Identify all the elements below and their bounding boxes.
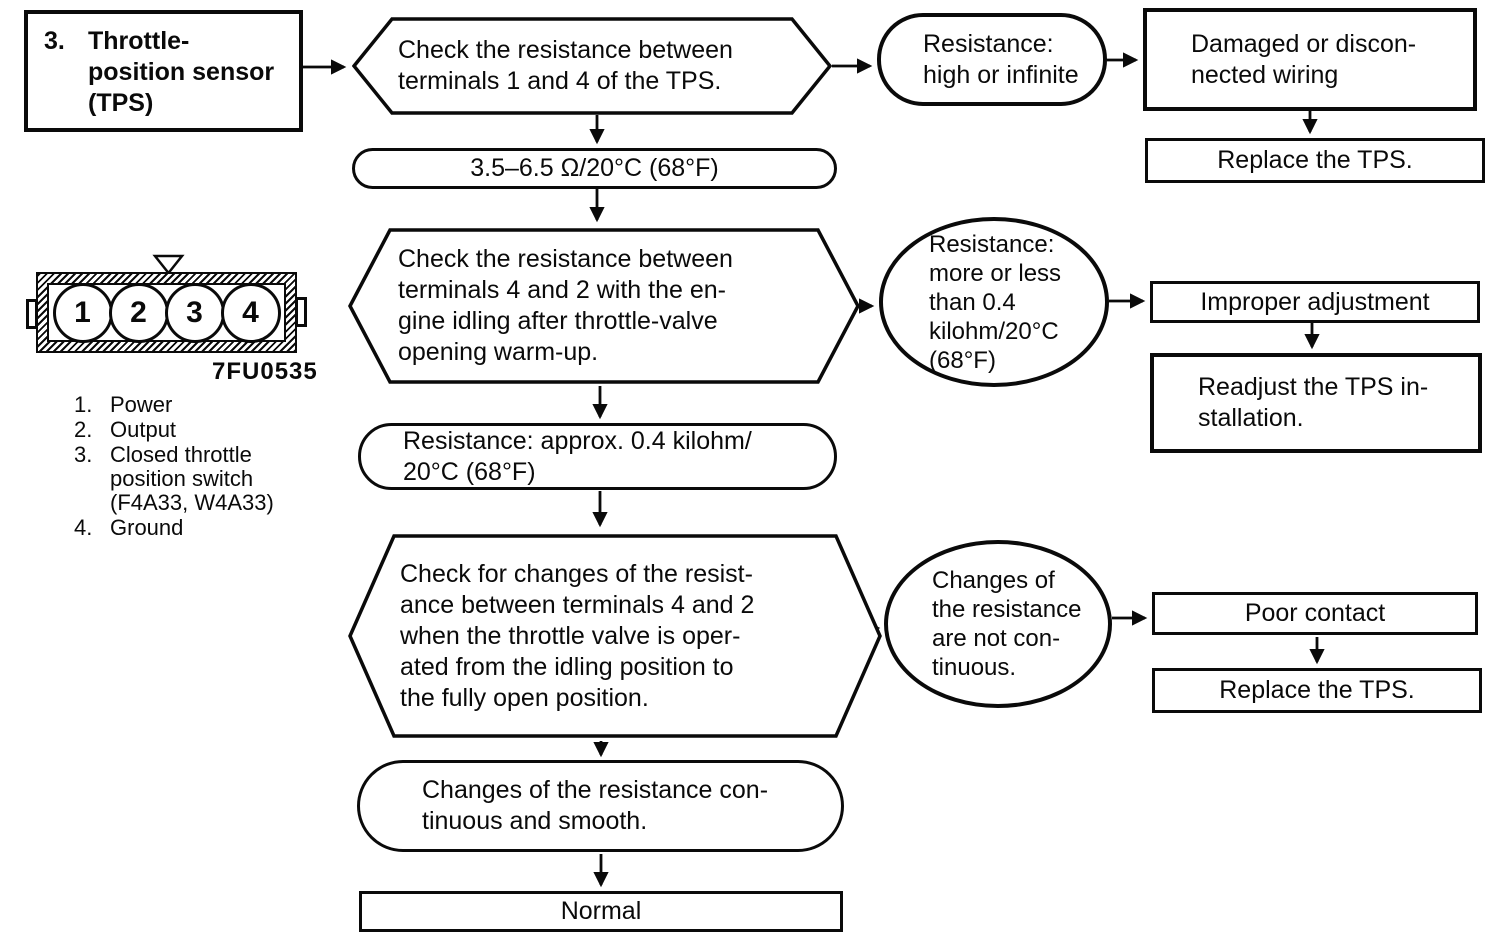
spec-text: Changes of the resistance con- tinuous a… [422,776,769,835]
step-check-resistance-changes-throttle-operation: Check for changes of the resist- ance be… [348,533,882,739]
result-text: Resistance: high or infinite [923,29,1079,89]
cause-text: Damaged or discon- nected wiring [1191,29,1417,89]
legend-item-output: 2. Output [74,418,304,442]
step-check-resistance-terminals-4-2-idling: Check the resistance between terminals 4… [348,227,860,385]
cause-text: Poor contact [1244,599,1386,627]
connector-tab-left [26,299,38,329]
figure-code: 7FU0535 [212,358,318,385]
step-text: Check the resistance between terminals 1… [398,36,733,95]
result-resistance-high-or-infinite: Resistance: high or infinite [877,13,1107,106]
step-check-resistance-terminals-1-4: Check the resistance between terminals 1… [352,17,832,115]
triangle-marker-icon [152,254,185,276]
legend-item-closed-throttle-switch: 3. Closed throttle position switch (F4A3… [74,443,304,515]
hexagon-outline [352,17,832,115]
legend-number: 2. [74,417,93,442]
legend-item-power: 1. Power [74,393,304,417]
action-text: Replace the TPS. [1217,146,1413,174]
result-changes-not-continuous: Changes of the resistance are not con- t… [884,540,1112,708]
legend-label: Closed throttle position switch (F4A33, … [110,442,274,515]
connector-pin-4: 4 [220,282,281,343]
result-text: Normal [560,897,642,925]
cause-poor-contact: Poor contact [1152,592,1478,635]
spec-text: 3.5–6.5 Ω/20°C (68°F) [470,154,719,182]
action-replace-tps-1: Replace the TPS. [1145,138,1485,183]
connector-cavity: 1 2 3 4 [47,282,286,343]
cause-improper-adjustment: Improper adjustment [1150,281,1480,323]
hexagon-outline [348,228,860,384]
spec-text: Resistance: approx. 0.4 kilohm/ 20°C (68… [403,426,752,486]
legend-label: Ground [110,515,184,540]
start-number: 3. [44,27,65,55]
legend-number: 4. [74,515,93,540]
spec-changes-continuous-smooth: Changes of the resistance con- tinuous a… [357,760,844,852]
legend-number: 1. [74,392,93,417]
cause-damaged-wiring: Damaged or discon- nected wiring [1143,8,1477,111]
result-text: Resistance: more or less than 0.4 kilohm… [929,230,1062,374]
connector-tab-right [295,297,307,327]
cause-text: Improper adjustment [1200,287,1430,316]
result-resistance-more-or-less-than-0-4-kilohm: Resistance: more or less than 0.4 kilohm… [879,217,1109,387]
step-text: Check the resistance between terminals 4… [398,245,733,366]
action-text: Readjust the TPS in- stallation. [1198,373,1429,432]
spec-3-5-to-6-5-ohm: 3.5–6.5 Ω/20°C (68°F) [352,148,837,189]
action-text: Replace the TPS. [1219,676,1415,704]
step-text: Check for changes of the resist- ance be… [400,559,755,712]
result-normal: Normal [359,891,843,932]
hexagon-outline [348,534,882,738]
connector-pin-3: 3 [164,282,225,343]
legend-label: Output [110,417,177,442]
connector-pin-1: 1 [52,282,113,343]
legend-number: 3. [74,442,93,467]
legend-label: Power [110,392,173,417]
connector-diagram: 1 2 3 4 [26,272,307,353]
action-replace-tps-2: Replace the TPS. [1152,668,1482,713]
legend-item-ground: 4. Ground [74,516,304,540]
pin-legend: 1. Power 2. Output 3. Closed throttle po… [74,393,304,541]
start-box-tps: 3. Throttle- position sensor (TPS) [24,10,303,132]
connector-pin-2: 2 [108,282,169,343]
action-readjust-tps-installation: Readjust the TPS in- stallation. [1150,353,1482,453]
spec-approx-0-4-kilohm: Resistance: approx. 0.4 kilohm/ 20°C (68… [358,423,837,490]
result-text: Changes of the resistance are not con- t… [932,567,1082,681]
start-label: Throttle- position sensor (TPS) [88,27,275,117]
